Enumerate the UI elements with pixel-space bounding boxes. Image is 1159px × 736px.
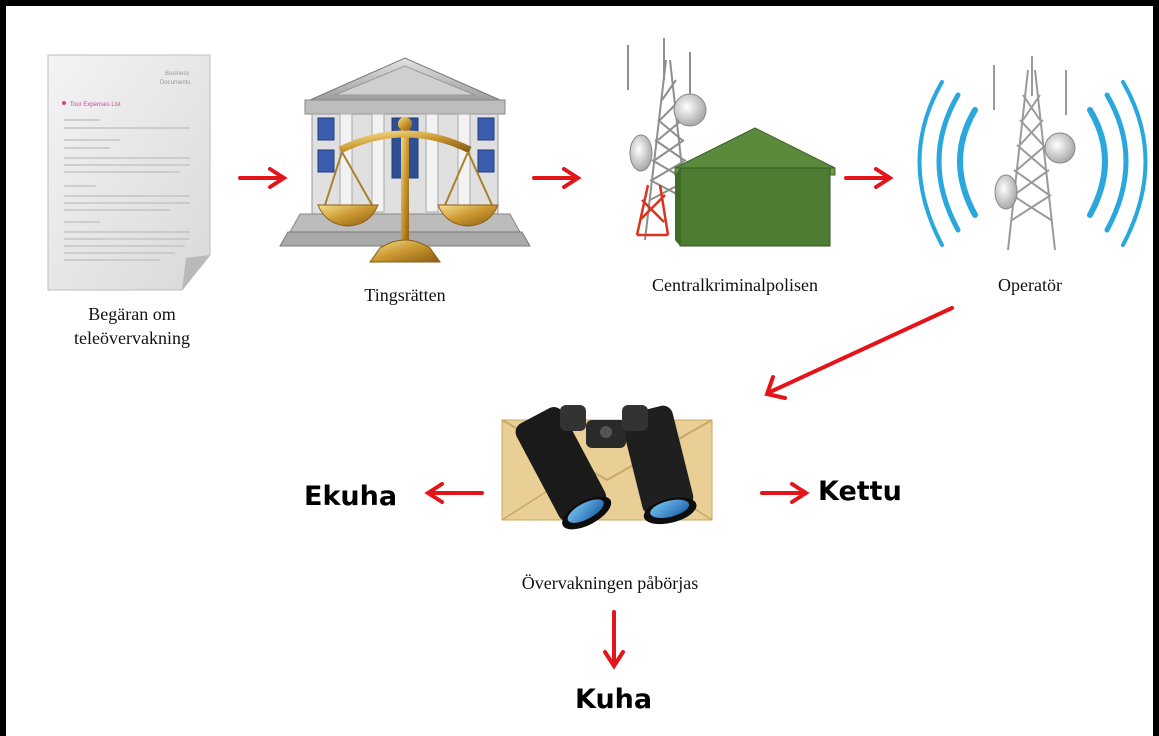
outcome-kuha: Kuha (575, 684, 653, 715)
binoculars-envelope-icon (501, 405, 713, 530)
request-label-line1: Begäran om (88, 304, 176, 324)
court-label: Tingsrätten (364, 285, 446, 305)
arrow-to-ekuha (424, 482, 484, 504)
request-label: Begäran om teleövervakning (52, 302, 212, 351)
arrow-request-to-court (238, 167, 288, 189)
outcome-kettu: Kettu (818, 476, 902, 507)
request-label-line2: teleövervakning (74, 328, 190, 349)
arrow-to-kettu (760, 482, 810, 504)
police-label: Centralkriminalpolisen (652, 275, 818, 295)
flow-arrows (238, 167, 954, 670)
surveillance-label: Övervakningen påbörjas (521, 573, 699, 593)
arrow-court-to-police (532, 167, 582, 189)
document-heading: Tour Expenses List (70, 102, 121, 108)
arrow-operator-to-surveillance (764, 306, 954, 400)
document-icon: Business Documents Tour Expenses List (47, 54, 211, 291)
signal-tower-icon (917, 56, 1148, 251)
arrow-police-to-operator (844, 167, 894, 189)
courthouse-scales-icon (279, 57, 531, 263)
document-header-2: Documents (160, 80, 190, 86)
tower-house-icon (627, 38, 836, 247)
arrow-to-kuha (603, 610, 625, 670)
outcome-ekuha: Ekuha (304, 481, 398, 512)
document-header-1: Business (165, 71, 189, 77)
operator-label: Operatör (998, 275, 1062, 295)
